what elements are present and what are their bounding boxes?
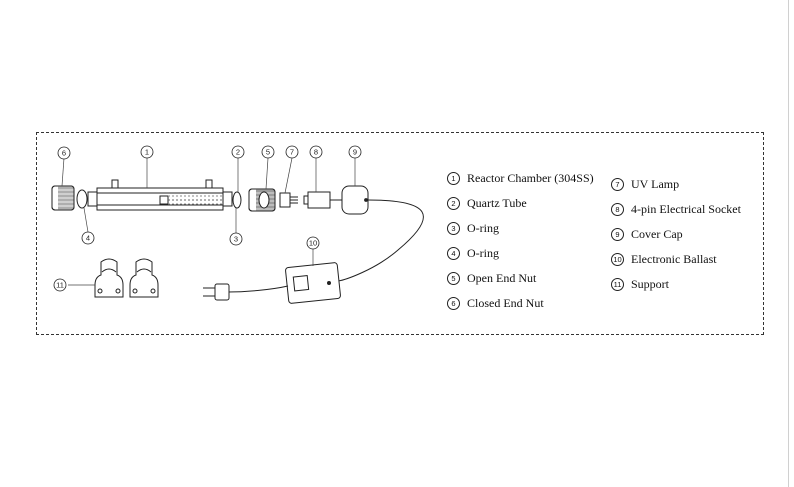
legend-item: 10 Electronic Ballast — [611, 251, 717, 267]
legend-number: 2 — [447, 196, 460, 210]
legend-label: UV Lamp — [631, 176, 680, 191]
cover-cap — [341, 185, 369, 215]
electrical-socket — [303, 191, 342, 209]
legend-item: 9 Cover Cap — [611, 226, 683, 242]
legend-label: Open End Nut — [467, 270, 537, 285]
legend-number: 6 — [447, 296, 460, 310]
callout-1: 1 — [145, 148, 149, 157]
electronic-ballast — [285, 262, 341, 304]
legend-item: 1 Reactor Chamber (304SS) — [447, 170, 594, 186]
legend-label: Electronic Ballast — [631, 251, 717, 266]
callout-11: 11 — [56, 281, 64, 290]
legend-item: 6 Closed End Nut — [447, 295, 544, 311]
legend-label: Quartz Tube — [467, 195, 527, 210]
legend-item: 2 Quartz Tube — [447, 195, 527, 211]
reactor-chamber — [87, 179, 233, 211]
legend-number: 9 — [611, 227, 624, 241]
callout-6: 6 — [62, 149, 66, 158]
open-end-nut — [248, 188, 276, 212]
support-clips — [94, 258, 159, 298]
callout-8: 8 — [314, 148, 318, 157]
legend-label: O-ring — [467, 245, 499, 260]
o-ring-left — [76, 189, 88, 209]
legend-label: Cover Cap — [631, 226, 683, 241]
legend-item: 11 Support — [611, 276, 669, 292]
legend-label: Reactor Chamber (304SS) — [467, 170, 594, 185]
legend-number: 10 — [611, 252, 624, 266]
callout-9: 9 — [353, 148, 357, 157]
callout-3: 3 — [234, 235, 238, 244]
legend-label: Support — [631, 276, 670, 291]
power-plug — [203, 283, 289, 301]
legend-item: 8 4-pin Electrical Socket — [611, 201, 741, 217]
callout-5: 5 — [266, 148, 270, 157]
callout-markers — [53, 145, 362, 292]
legend-number: 8 — [611, 202, 624, 216]
closed-end-nut — [51, 185, 75, 211]
callout-leaders — [61, 157, 356, 286]
legend-number: 1 — [447, 171, 460, 185]
page-edge-line — [788, 0, 789, 487]
callout-7: 7 — [290, 148, 294, 157]
legend-label: O-ring — [467, 220, 499, 235]
legend-number: 3 — [447, 221, 460, 235]
callout-numbers: 1 2 3 4 5 6 7 8 9 10 11 — [56, 148, 357, 290]
cable — [337, 199, 424, 282]
legend-label: 4-pin Electrical Socket — [631, 201, 741, 216]
legend-label: Closed End Nut — [467, 295, 544, 310]
legend-item: 3 O-ring — [447, 220, 499, 236]
legend-number: 7 — [611, 177, 624, 191]
callout-4: 4 — [86, 234, 90, 243]
legend-item: 5 Open End Nut — [447, 270, 536, 286]
diagram-frame — [36, 132, 764, 335]
legend-number: 11 — [611, 277, 624, 291]
legend-item: 7 UV Lamp — [611, 176, 679, 192]
uv-lamp-end — [279, 192, 298, 208]
legend-item: 4 O-ring — [447, 245, 499, 261]
callout-10: 10 — [309, 239, 317, 248]
callout-2: 2 — [236, 148, 240, 157]
o-ring-right — [232, 191, 242, 209]
legend-number: 4 — [447, 246, 460, 260]
legend-number: 5 — [447, 271, 460, 285]
